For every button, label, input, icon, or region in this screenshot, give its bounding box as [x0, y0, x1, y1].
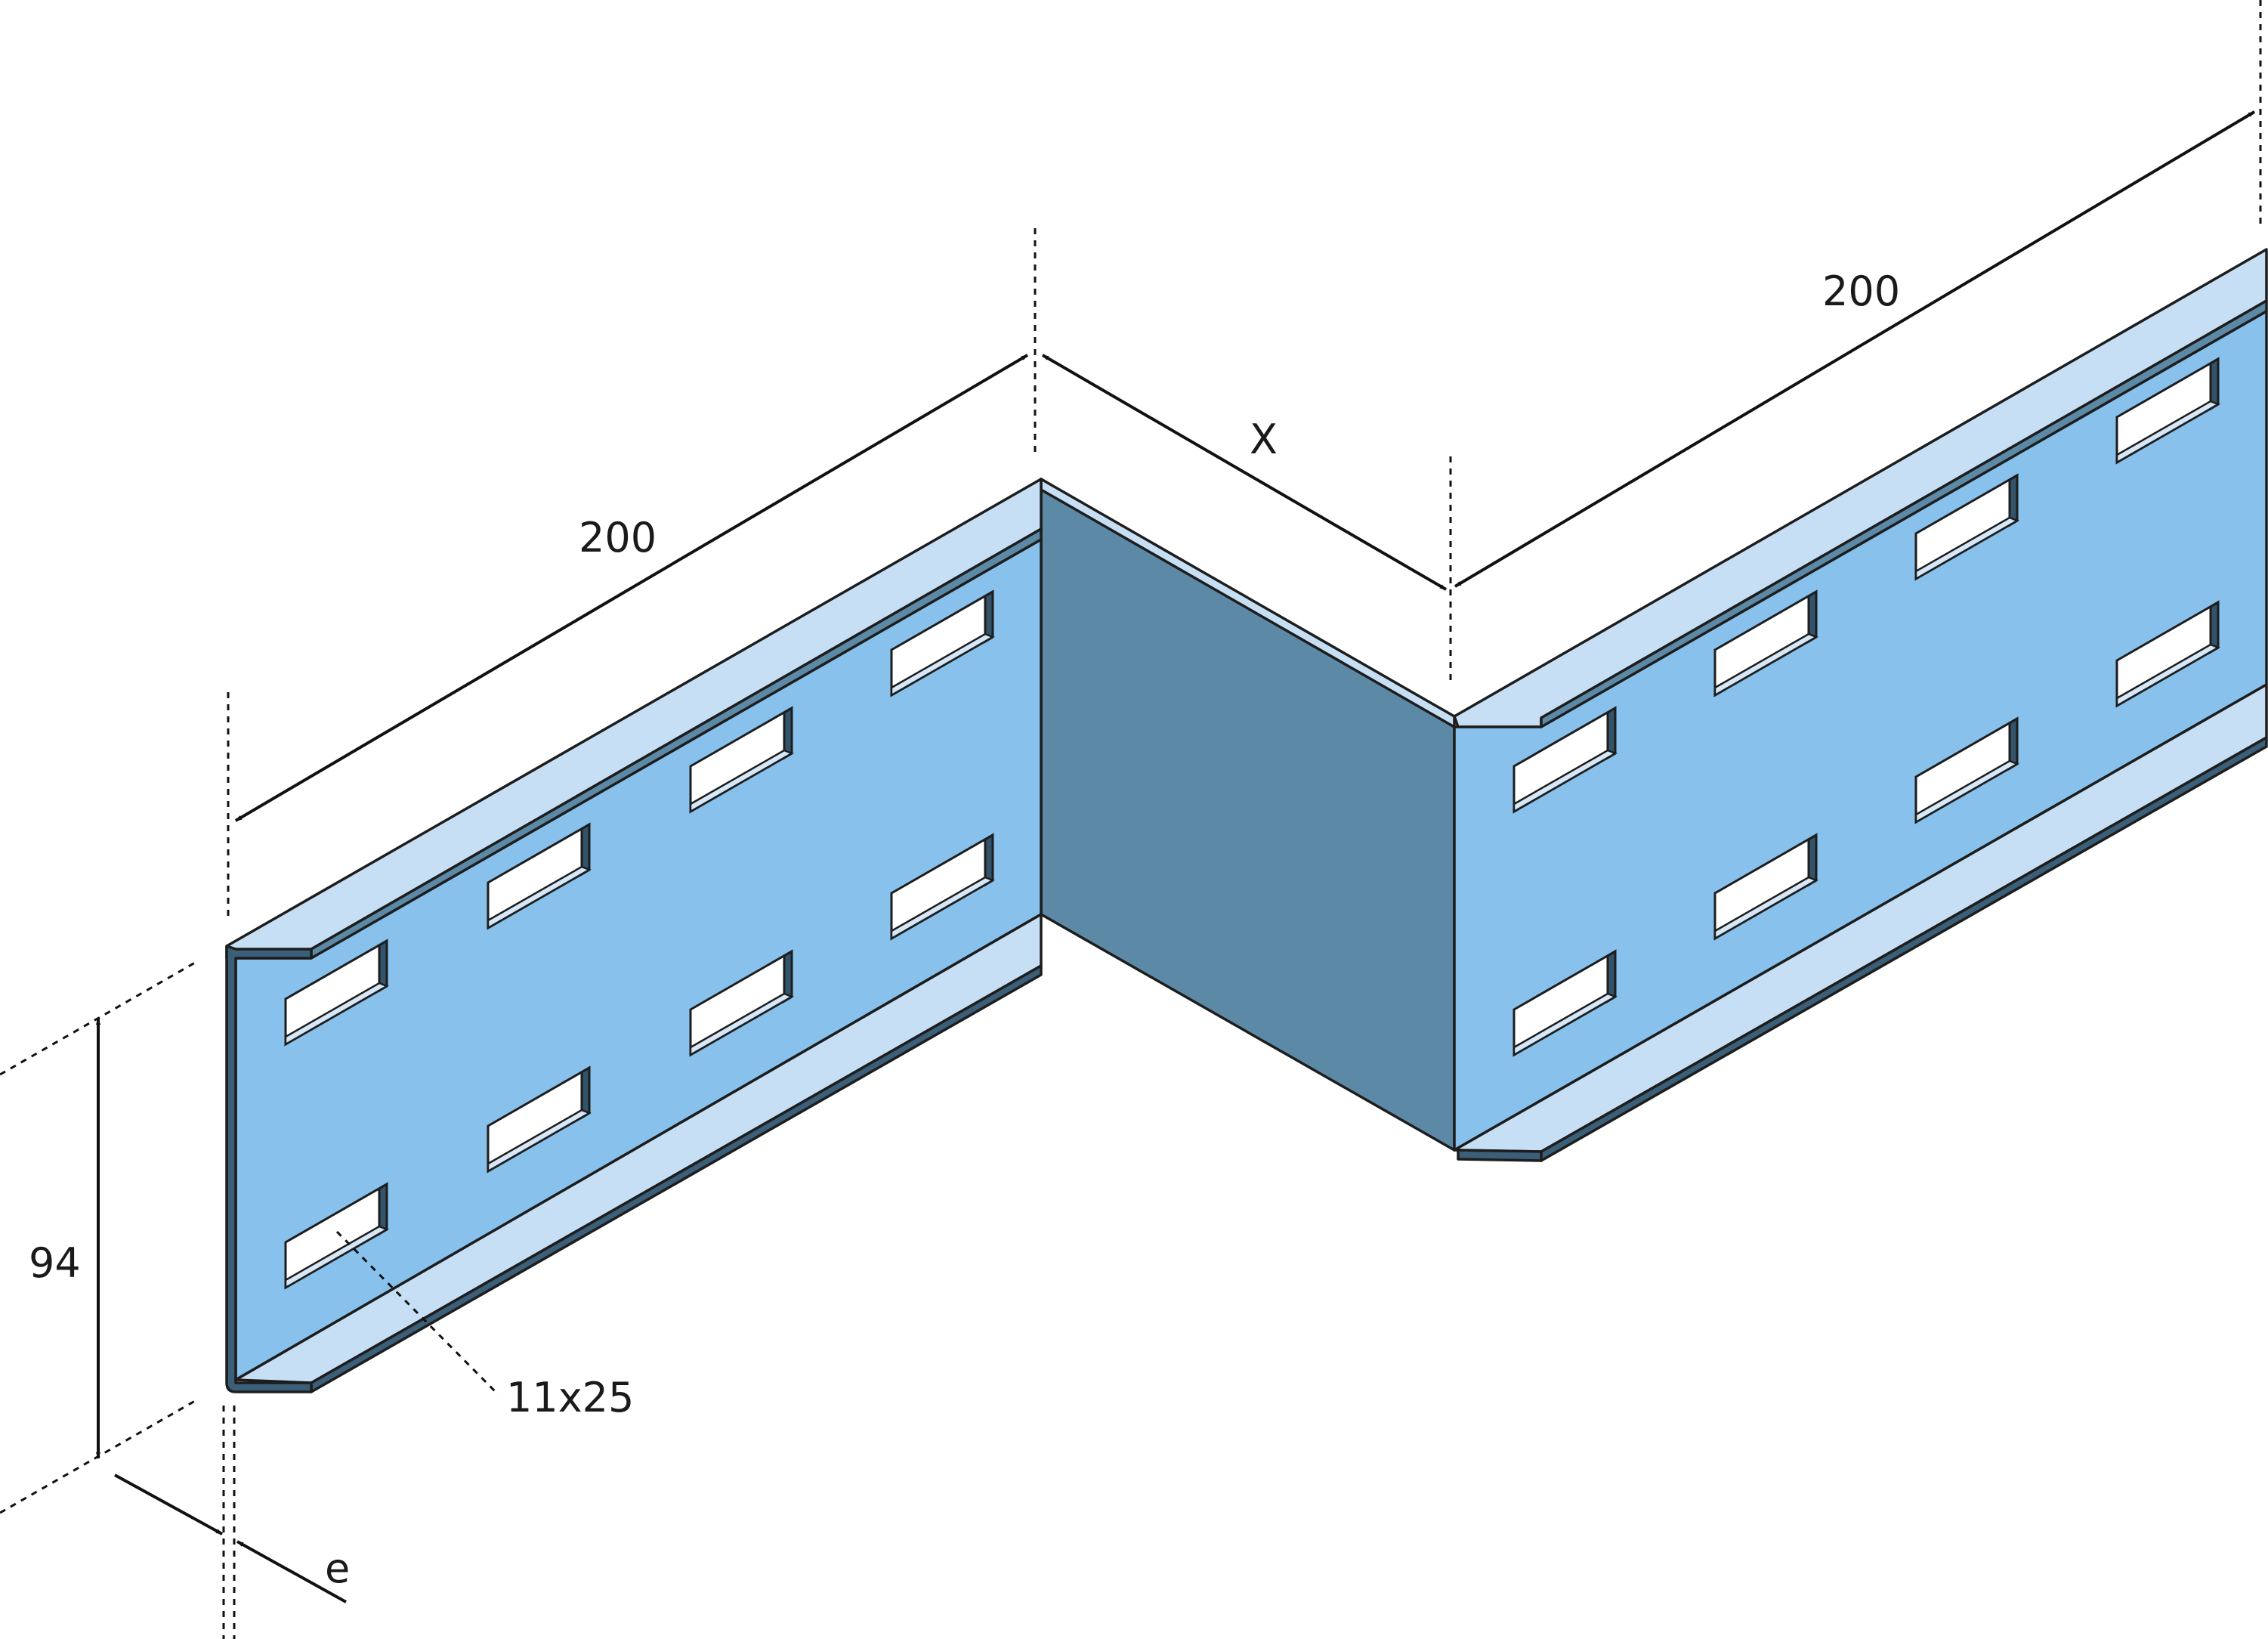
slot-hole-lip	[284, 982, 389, 1047]
label-slot-size: 11x25	[506, 1374, 634, 1421]
right-bottom-edge	[1457, 1149, 1543, 1162]
slot-hole-lip	[1513, 992, 1618, 1057]
slot-hole-lip	[1713, 632, 1818, 697]
dimension-line-thickness-right	[236, 1540, 347, 1603]
label-thickness: e	[325, 1545, 350, 1592]
left-end-profile	[225, 945, 313, 1393]
middle-web-panel	[1040, 478, 1456, 1152]
slot-hole-lip	[1914, 759, 2019, 824]
slot-hole-lip	[487, 1109, 592, 1174]
slot-hole-lip	[1713, 876, 1818, 941]
slot-hole-lip	[890, 876, 995, 941]
label-offset: X	[1250, 416, 1278, 463]
slot-hole-lip	[487, 865, 592, 930]
dimension-line-left-length	[234, 354, 1029, 822]
slot-hole-lip	[1513, 749, 1618, 814]
dimension-line-thickness-left	[114, 1474, 223, 1535]
dimension-line-offset	[1041, 354, 1448, 591]
leader-slot-size	[335, 1230, 500, 1396]
label-right-length: 200	[1822, 267, 1900, 315]
label-left-length: 200	[579, 514, 657, 561]
slot-hole-lip	[2115, 643, 2220, 708]
label-height: 94	[29, 1239, 81, 1287]
slot-hole-lip	[689, 992, 794, 1057]
dimension-line-right-length	[1454, 110, 2256, 588]
